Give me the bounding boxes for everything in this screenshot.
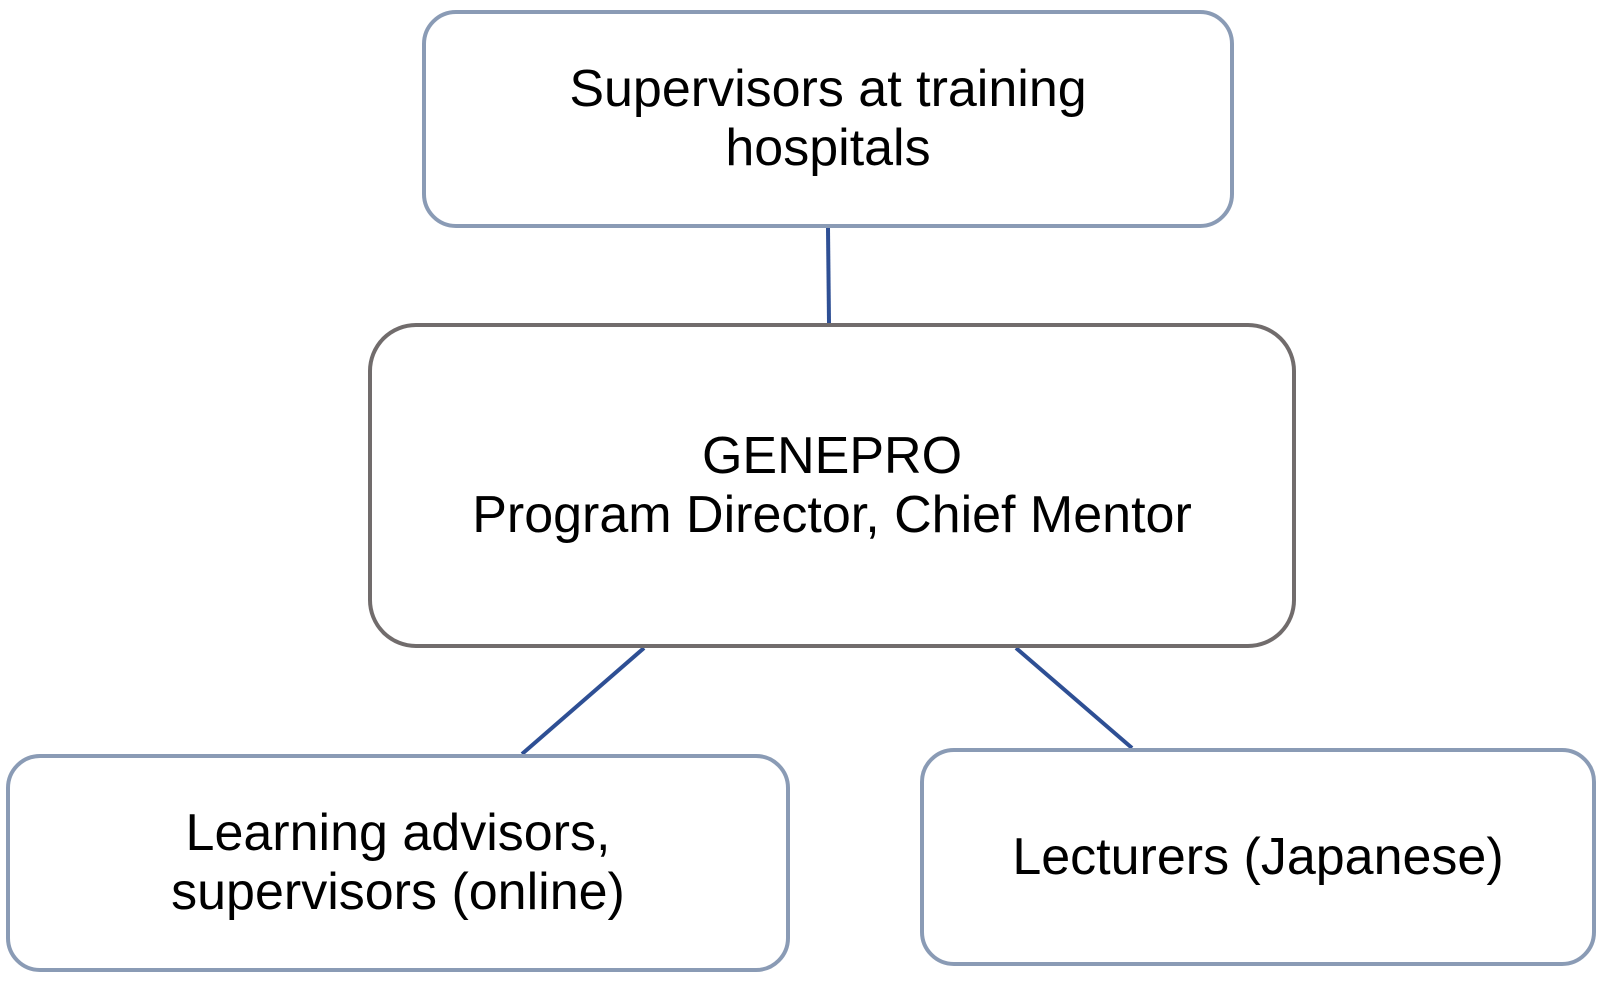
- node-learning-advisors: Learning advisors, supervisors (online): [6, 754, 790, 972]
- node-supervisors-training-hospitals: Supervisors at training hospitals: [422, 10, 1234, 228]
- node-genepro-program-director: GENEPRO Program Director, Chief Mentor: [368, 323, 1296, 648]
- connector-top-to-center: [826, 227, 831, 324]
- node-label-line: Supervisors at training: [569, 60, 1087, 118]
- node-label-line: supervisors (online): [171, 863, 625, 921]
- connector-center-to-bottom-right: [1014, 646, 1134, 750]
- node-label-line: Program Director, Chief Mentor: [472, 485, 1192, 544]
- node-label-line: Learning advisors,: [185, 804, 611, 862]
- node-label-line: GENEPRO: [701, 426, 963, 485]
- node-label-line: hospitals: [725, 119, 931, 177]
- connector-center-to-bottom-left: [520, 646, 646, 756]
- node-lecturers-japanese: Lecturers (Japanese): [920, 748, 1596, 966]
- node-label-line: Lecturers (Japanese): [1012, 827, 1504, 886]
